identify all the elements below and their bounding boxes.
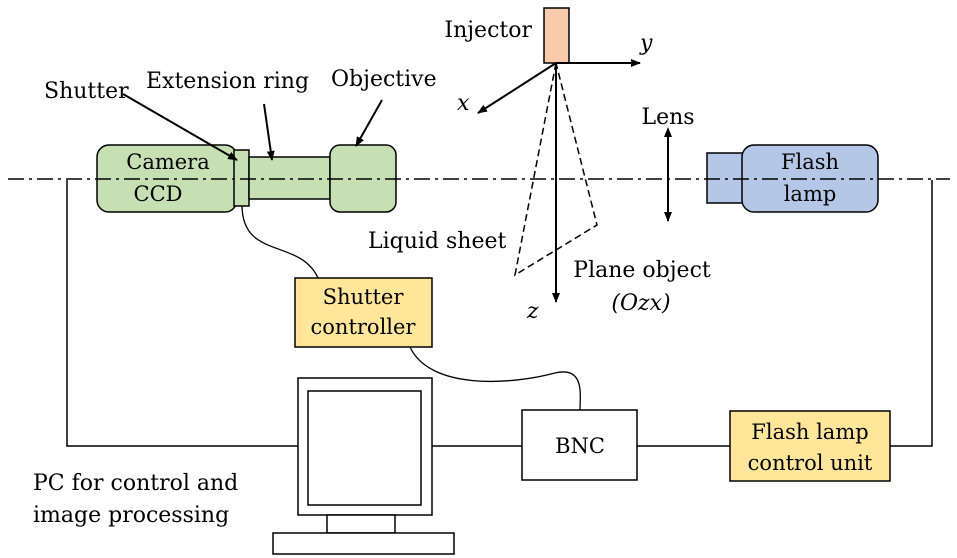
camera-label-line2: CCD (134, 182, 183, 206)
axis-x-label: x (457, 91, 470, 116)
wire-left-loop (66, 180, 298, 447)
extension-ring-pointer (263, 103, 275, 161)
flash-lamp-label-line2: lamp (784, 182, 837, 206)
plane-object-label-line2: (Ozx) (611, 291, 670, 316)
flash-lamp-control-box (729, 410, 891, 482)
cable-controller-to-bnc (409, 346, 581, 411)
shutter-plate (233, 149, 250, 207)
lens-label: Lens (641, 105, 694, 130)
shutter-pointer (122, 93, 238, 161)
shutter-controller-box (294, 277, 433, 348)
pc-monitor-icon (272, 377, 455, 555)
injector-label: Injector (444, 18, 532, 43)
shutter-controller-label-line1: Shutter (323, 285, 405, 309)
flash-lamp-control-label-line1: Flash lamp (751, 420, 868, 444)
injector (543, 7, 570, 64)
liquid-sheet-label: Liquid sheet (368, 229, 507, 254)
extension-ring-label: Extension ring (146, 69, 309, 94)
cable-shutter-to-controller (241, 204, 319, 279)
axis-x-arrow (477, 62, 557, 114)
objective-label: Objective (331, 67, 437, 92)
axis-z-label: z (526, 299, 539, 324)
extension-ring (248, 156, 331, 200)
bnc-box (521, 409, 638, 481)
axis-y-label: y (639, 31, 653, 56)
shutter-label: Shutter (44, 79, 129, 104)
wire-right-loop (890, 180, 933, 447)
plane-object-label-line1: Plane object (573, 258, 711, 283)
objective-pointer (355, 99, 383, 147)
pc-label-line2: image processing (33, 503, 229, 528)
flash-lamp-label-line1: Flash (781, 150, 839, 174)
flash-lamp-control-label-line2: control unit (748, 451, 873, 475)
bnc-label: BNC (555, 434, 605, 458)
flash-lamp-nozzle (706, 152, 744, 204)
camera-label-line1: Camera (126, 150, 210, 174)
pc-label-line1: PC for control and (33, 471, 238, 496)
shutter-controller-label-line2: controller (311, 315, 417, 339)
